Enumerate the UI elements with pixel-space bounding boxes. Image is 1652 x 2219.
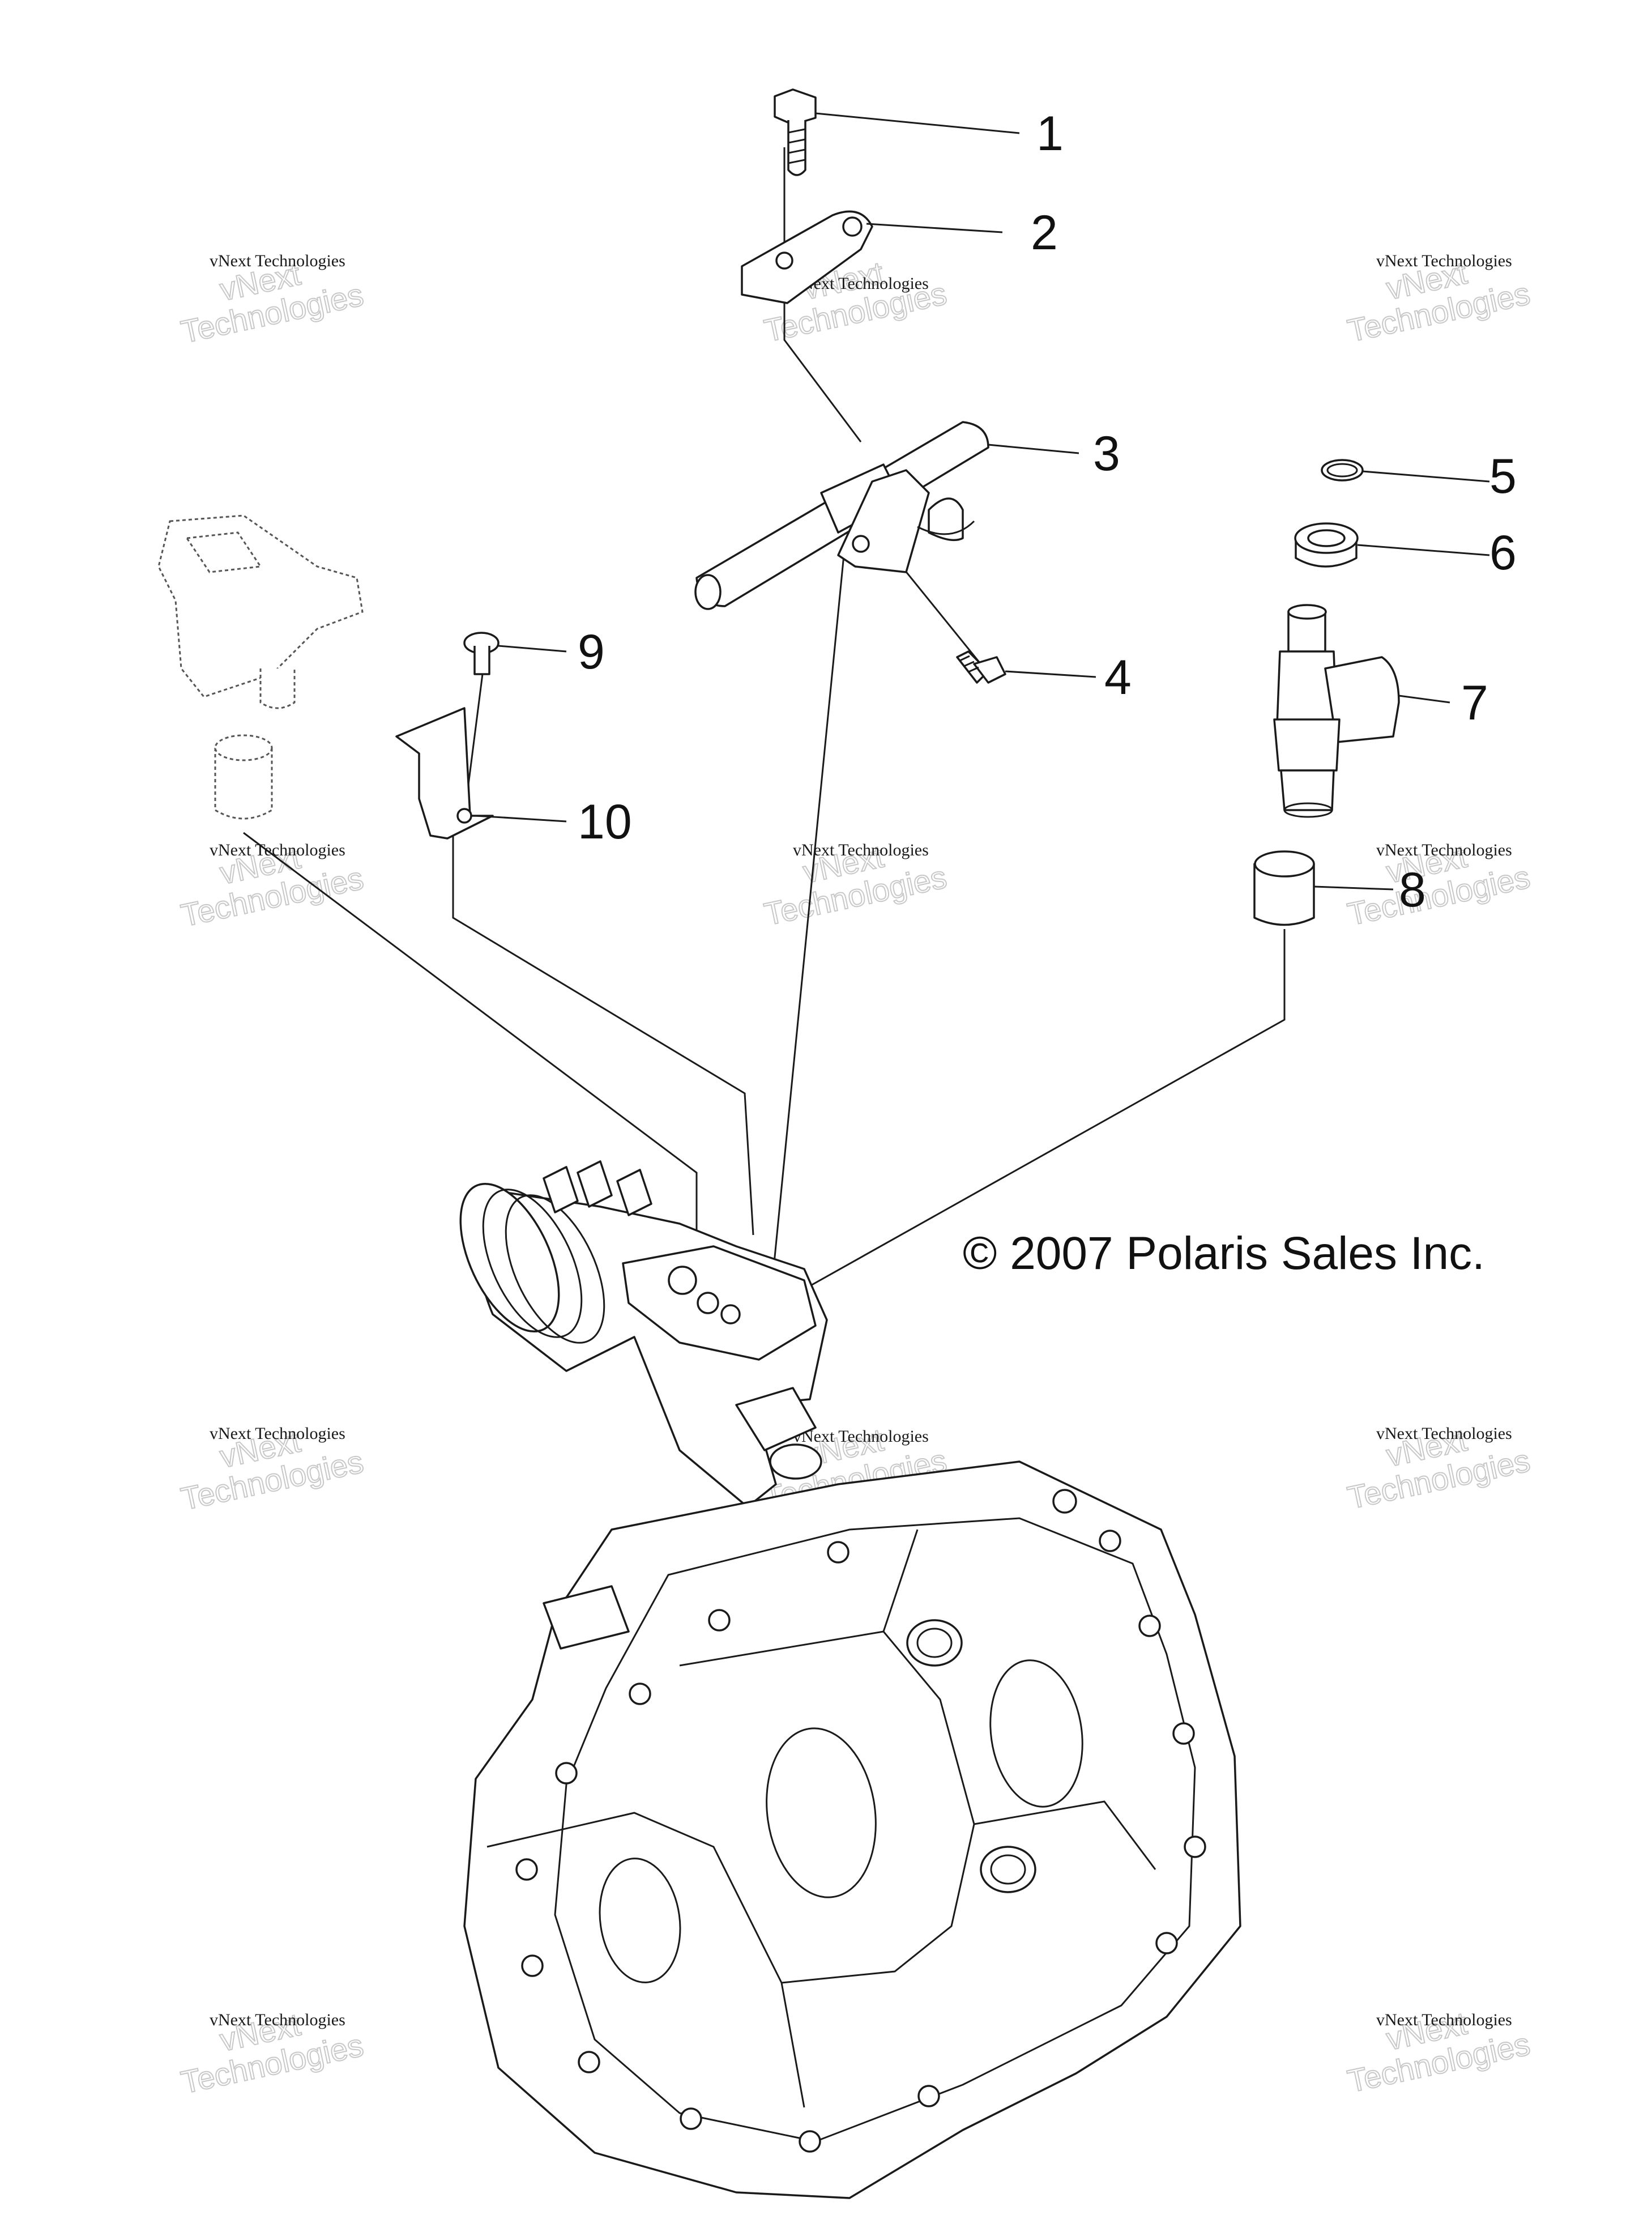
leader-injector-to-throttle	[809, 929, 1286, 1371]
callout-number-4: 4	[1104, 650, 1132, 705]
bracket-part-2	[741, 210, 873, 304]
leader-sensor-to-throttle	[243, 832, 698, 1246]
svg-text:vNext Technologies: vNext Technologies	[1376, 1424, 1512, 1443]
leader-rail-to-throttle	[769, 555, 845, 1304]
callout-number-8: 8	[1399, 863, 1426, 917]
svg-text:vNext Technologies: vNext Technologies	[1376, 2011, 1512, 2029]
callout-leader-10	[475, 815, 567, 823]
assembly-leader-lines	[243, 147, 1286, 1371]
copyright-notice: © 2007 Polaris Sales Inc.	[963, 1228, 1485, 1279]
watermark: vNext Technologies vNext Technologies	[177, 1422, 367, 1517]
watermark: vNext Technologies vNext Technologies	[177, 252, 367, 350]
svg-text:vNext Technologies: vNext Technologies	[210, 1424, 345, 1443]
callout-leader-4	[1005, 670, 1096, 678]
leader-clip-to-throttle	[452, 827, 754, 1236]
watermark: vNext Technologies vNext Technologies	[1344, 252, 1534, 349]
grommet-part-6	[1294, 522, 1359, 568]
watermark: vNext Technologies vNext Technologies	[177, 2005, 367, 2101]
callout-leader-8	[1313, 885, 1394, 891]
watermark: vNext Technologies vNext Technologies	[1344, 837, 1534, 932]
callout-leader-1	[815, 112, 1020, 134]
cylinder-head	[463, 1460, 1241, 2199]
svg-text:vNext Technologies: vNext Technologies	[1376, 841, 1512, 859]
screw-part-4	[956, 650, 1006, 684]
callout-leader-9	[498, 645, 567, 653]
callout-number-7: 7	[1461, 676, 1488, 730]
callout-number-3: 3	[1093, 427, 1120, 481]
callout-leader-3	[988, 444, 1079, 454]
screw-part-9	[463, 632, 500, 675]
callout-number-1: 1	[1036, 107, 1064, 161]
bolt-part-1	[774, 88, 817, 176]
callout-leaders	[475, 112, 1490, 891]
fuel-rail-part-3	[694, 421, 989, 610]
callout-number-6: 6	[1489, 526, 1517, 580]
svg-text:vNext Technologies: vNext Technologies	[210, 252, 345, 270]
callout-leader-6	[1357, 544, 1490, 556]
watermark: vNext Technologies vNext Technologies	[761, 837, 950, 932]
watermark: vNext Technologies vNext Technologies	[1344, 2004, 1534, 2099]
callout-leader-5	[1362, 470, 1490, 483]
callout-number-5: 5	[1489, 449, 1517, 504]
leader-bolt-to-rail	[783, 147, 862, 442]
callout-number-10: 10	[578, 795, 632, 849]
callout-number-2: 2	[1031, 206, 1058, 260]
o-ring-part-5	[1321, 459, 1364, 482]
svg-text:vNext Technologies: vNext Technologies	[210, 841, 345, 859]
fuel-injector-part-7	[1273, 604, 1400, 818]
map-sensor-reference	[157, 514, 364, 820]
svg-text:vNext Technologies: vNext Technologies	[210, 2011, 345, 2029]
spacer-part-8	[1253, 850, 1315, 926]
callout-leader-2	[866, 223, 1003, 233]
svg-text:vNext Technologies: vNext Technologies	[793, 1427, 929, 1446]
throttle-body	[459, 1160, 828, 1508]
svg-text:vNext Technologies: vNext Technologies	[793, 841, 929, 859]
callout-leader-7	[1398, 695, 1450, 704]
svg-text:vNext Technologies: vNext Technologies	[1376, 252, 1512, 270]
callout-numbers: 1 2 3 4 5 6 7 8 9 10	[578, 107, 1517, 917]
clip-part-10	[395, 707, 494, 840]
callout-number-9: 9	[578, 625, 605, 679]
watermark: vNext Technologies vNext Technologies	[1344, 1421, 1534, 1516]
